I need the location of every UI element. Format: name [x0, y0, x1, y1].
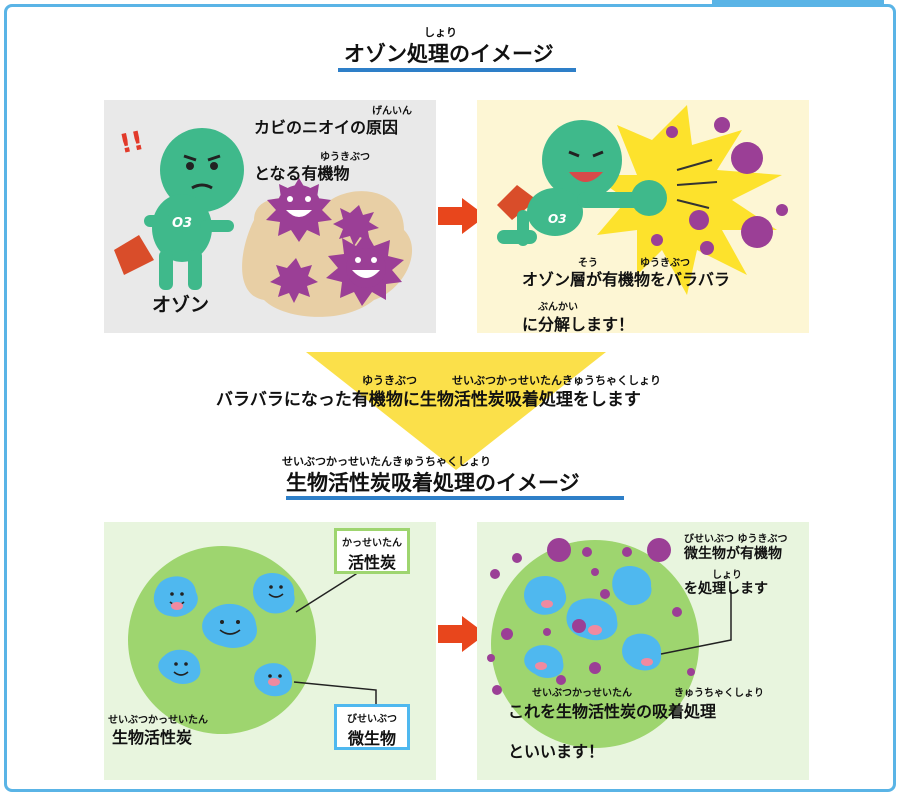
microbe-organic-furigana: びせいぶつ ゆうきぶつ [684, 534, 788, 545]
right-arrow-icon [438, 198, 486, 234]
section2-title-underline [286, 496, 624, 500]
microbe-text: 微生物 [347, 729, 396, 748]
funnel-text: バラバラになった有機物に生物活性炭吸着処理をします [216, 390, 641, 410]
ozone-o3-mark-right: O3 [548, 212, 567, 226]
activated-carbon-label: かっせいたん 活性炭 [334, 528, 410, 574]
adsorption-furigana: きゅうちゃくしょり [674, 688, 764, 699]
section1-title-underline [338, 68, 576, 72]
microbe-label: びせいぶつ 微生物 [334, 704, 410, 750]
bio-carbon-text: 生物活性炭 [112, 728, 193, 747]
ozone-before-illustration [114, 128, 413, 317]
organic-furigana: ゆうきぶつ [320, 152, 370, 163]
activated-carbon-text: 活性炭 [347, 553, 396, 572]
germ-icon [270, 258, 318, 303]
ozone-o3-mark: O3 [172, 216, 193, 231]
right-arrow-icon [438, 616, 486, 652]
funnel-furigana-bio: せいぶつかっせいたんきゅうちゃくしょり [452, 374, 661, 387]
organic-furigana-right: ゆうきぶつ [640, 258, 690, 269]
bio-carbon-furigana: せいぶつかっせいたん [108, 715, 208, 726]
cause-furigana: げんいん [372, 106, 412, 117]
microbe-icon [153, 573, 295, 697]
section2-title-furigana: せいぶつかっせいたんきゅうちゃくしょり [282, 455, 491, 468]
section1-title-furigana: しょり [424, 26, 457, 39]
microbe-furigana: びせいぶつ [347, 714, 397, 725]
decompose-text: に分解します！ [522, 315, 635, 334]
bio-carbon-illustration [128, 546, 377, 734]
processing-furigana: しょり [712, 570, 742, 581]
section1-title: オゾン処理のイメージ [344, 42, 554, 66]
germ-icon [487, 538, 695, 695]
adsorption-line2: といいます！ [508, 742, 605, 761]
ozone-after-illustration [497, 105, 788, 295]
microbe-processes-line1: 微生物が有機物 [684, 546, 782, 562]
adsorption-line1: これを生物活性炭の吸着処理 [508, 702, 717, 721]
bio-carbon-furigana-right: せいぶつかっせいたん [532, 688, 632, 699]
funnel-furigana-organic: ゆうきぶつ [362, 374, 417, 387]
yellow-funnel-arrow [306, 352, 606, 470]
layer-furigana: そう [578, 258, 598, 269]
mold-odor-text: カビのニオイの原因 [254, 118, 399, 137]
germ-icon [651, 117, 788, 255]
organic-matter-text: となる有機物 [254, 164, 350, 183]
top-tab-decoration [712, 0, 884, 4]
ozone-label: オゾン [152, 294, 210, 316]
activated-carbon-furigana: かっせいたん [342, 538, 402, 549]
ozone-breaks-text: オゾン層が有機物をバラバラ [522, 270, 730, 289]
decompose-furigana: ぶんかい [538, 302, 578, 313]
microbe-processes-line2: を処理します [684, 581, 768, 597]
adsorption-illustration [487, 538, 732, 748]
section2-title: 生物活性炭吸着処理のイメージ [286, 471, 580, 495]
